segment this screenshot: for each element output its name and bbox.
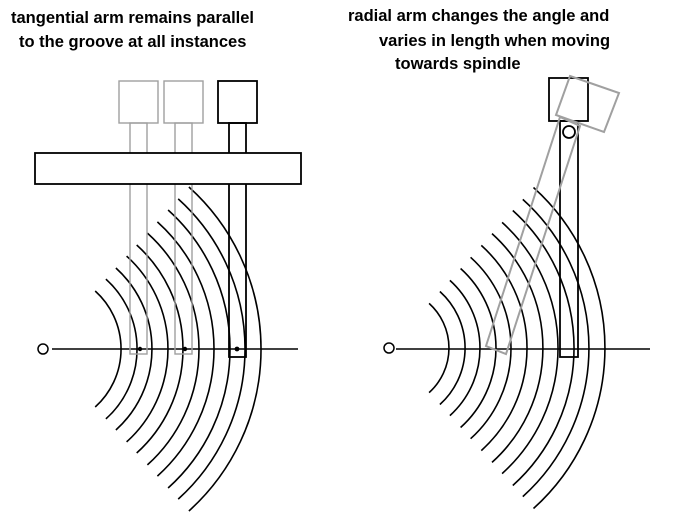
tangential-arm <box>217 80 258 358</box>
ghost-2-head <box>163 80 204 124</box>
right-groove-arc-8 <box>501 221 559 475</box>
right-groove-arc-3 <box>449 279 481 417</box>
right-groove-arc-1 <box>428 302 450 394</box>
left-panel <box>34 80 302 512</box>
arm-body <box>228 122 247 358</box>
left-spindle <box>37 343 49 355</box>
stylus-point-3 <box>234 346 240 352</box>
right-caption-line-1: radial arm changes the angle and <box>348 7 610 25</box>
radial-arm-head <box>548 77 589 122</box>
carriage-rail <box>34 152 302 185</box>
right-groove-arc-7 <box>491 233 544 463</box>
right-caption-line-3: towards spindle <box>395 55 521 73</box>
stylus-points <box>137 346 240 352</box>
radial-arm-ghost <box>484 74 621 356</box>
ghost-1-head <box>118 80 159 124</box>
tangential-arm-ghost-2 <box>163 80 204 355</box>
stylus-point-1 <box>137 346 143 352</box>
right-caption-line-2: varies in length when moving <box>379 32 611 50</box>
ghost-angled-arm <box>484 115 582 356</box>
right-groove-arc-5 <box>470 256 512 440</box>
pivot-point <box>562 125 576 139</box>
tangential-arm-ghost-1 <box>118 80 159 355</box>
stylus-point-2 <box>182 346 188 352</box>
ghost-1-arm <box>129 122 148 355</box>
arm-head <box>217 80 258 124</box>
right-groove-arc-6 <box>480 244 528 452</box>
right-groove-arc-11 <box>532 186 606 510</box>
left-caption-line-2: to the groove at all instances <box>19 33 247 51</box>
right-spindle <box>383 342 395 354</box>
ghost-angled-head <box>554 74 621 134</box>
right-groove-arc-4 <box>460 267 497 429</box>
right-panel <box>383 74 650 510</box>
right-groove-arc-2 <box>439 290 466 406</box>
left-caption-line-1: tangential arm remains parallel <box>11 9 255 27</box>
ghost-2-arm <box>174 122 193 355</box>
right-groove-arc-10 <box>522 198 590 498</box>
